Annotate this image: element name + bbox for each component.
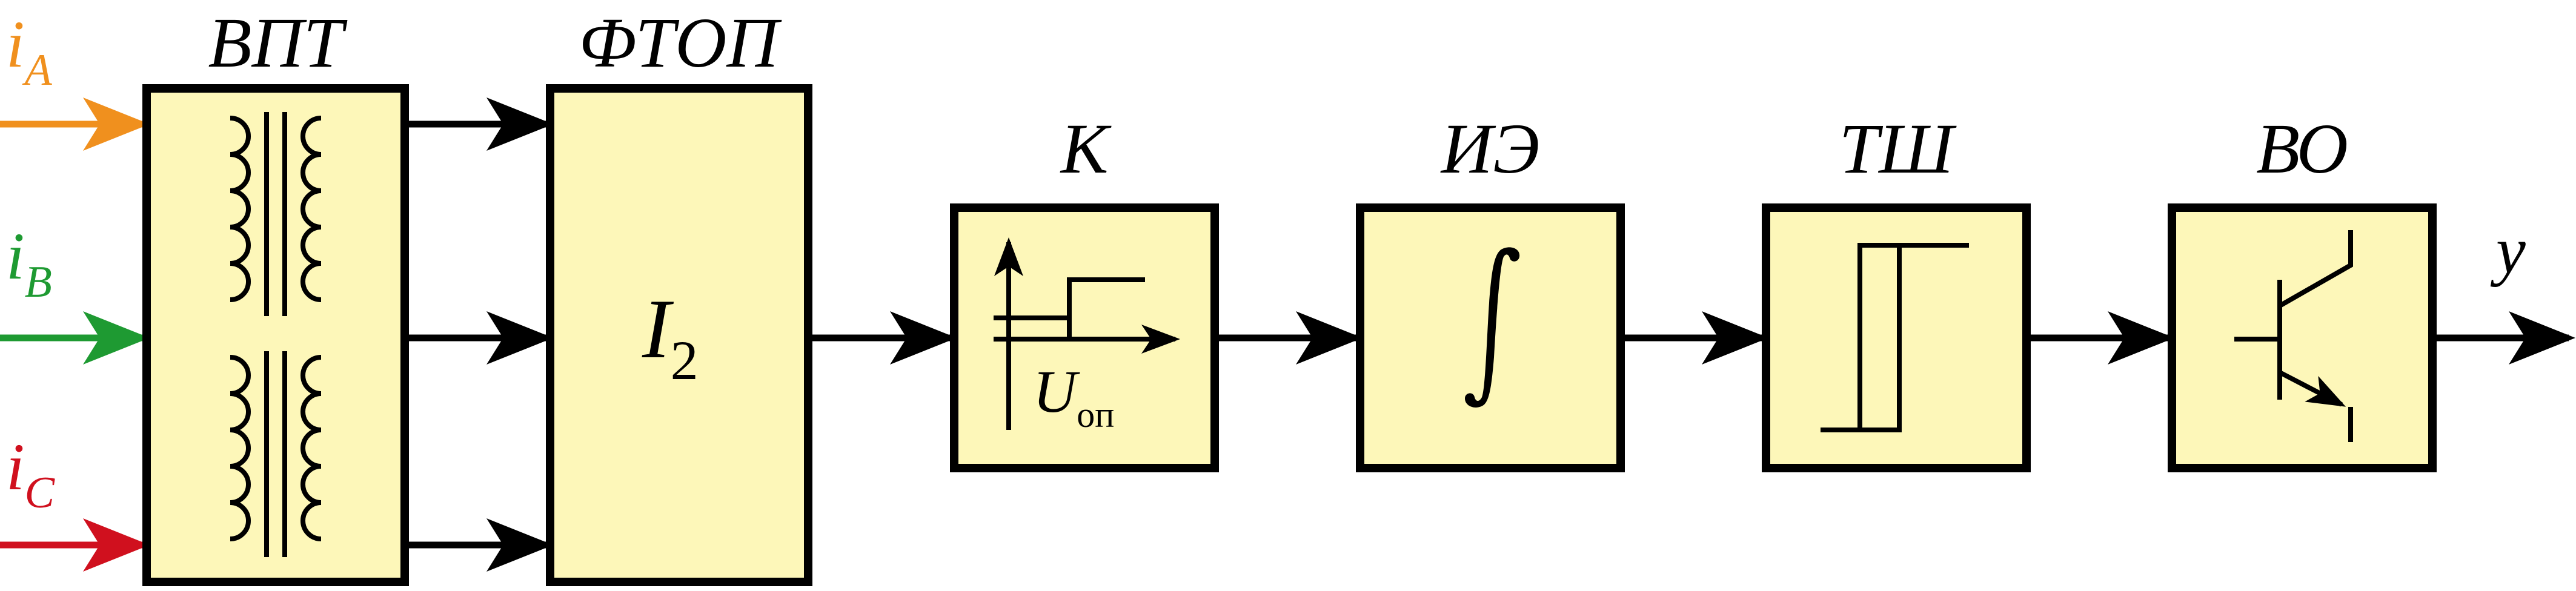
transistor-icon — [2234, 230, 2353, 442]
block-ftop: ФТОП I2 — [546, 3, 812, 586]
output-label: y — [2490, 213, 2526, 287]
block-k-threshold-label: Uоп — [1033, 358, 1114, 435]
input-i-b: iB — [0, 219, 150, 365]
input-i-a: iA — [0, 7, 150, 151]
transformer-icon — [230, 112, 322, 557]
block-tsh: ТШ — [1762, 109, 2031, 472]
block-tsh-box — [1762, 203, 2031, 472]
block-tsh-title: ТШ — [1839, 109, 1957, 188]
schmitt-trigger-icon — [1821, 243, 1969, 432]
comparator-icon — [994, 237, 1180, 430]
input-i-a-label: iA — [6, 7, 53, 95]
output-y: y — [2432, 213, 2575, 365]
block-vpt-box — [142, 84, 409, 586]
integral-icon — [1465, 247, 1520, 408]
block-vo-title: ВО — [2256, 109, 2348, 188]
block-vpt-title: ВПТ — [208, 3, 348, 82]
block-vo-box — [2168, 203, 2437, 472]
block-vpt: ВПТ — [142, 3, 409, 586]
block-ie-title: ИЭ — [1440, 109, 1539, 188]
block-ftop-content: I2 — [642, 282, 699, 391]
block-k: К Uоп — [950, 109, 1219, 472]
input-i-b-label: iB — [6, 219, 52, 307]
input-i-c: iC — [0, 430, 150, 572]
block-ftop-title: ФТОП — [579, 3, 782, 82]
link-vpt-ftop — [405, 97, 553, 572]
block-k-title: К — [1060, 109, 1112, 188]
input-i-c-label: iC — [6, 430, 56, 518]
block-ie: ИЭ — [1356, 109, 1625, 472]
block-vo: ВО — [2168, 109, 2437, 472]
